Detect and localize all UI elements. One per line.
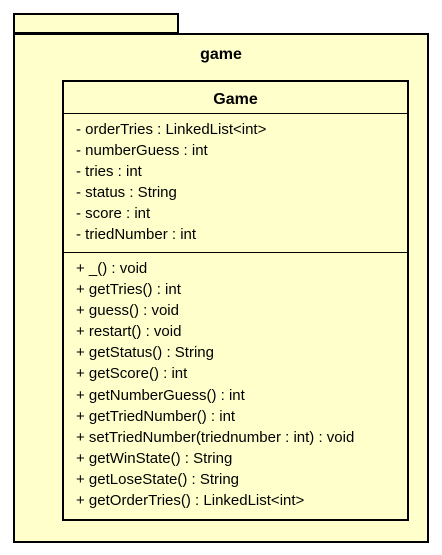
operation-restart: + restart() : void [76, 323, 182, 341]
package-tab [13, 13, 179, 34]
operation-guess: + guess() : void [76, 302, 179, 320]
attribute-status: - status : String [76, 184, 177, 202]
operations-compartment: + _() : void + getTries() : int + guess(… [64, 253, 407, 511]
operation-get-win-state: + getWinState() : String [76, 449, 233, 467]
class-game: Game - orderTries : LinkedList<int> - nu… [62, 80, 409, 521]
attribute-tries: - tries : int [76, 163, 142, 181]
operation-get-status: + getStatus() : String [76, 344, 214, 362]
operation-get-lose-state: + getLoseState() : String [76, 470, 240, 488]
package-name: game [200, 46, 242, 63]
operation-set-tried-number: + setTriedNumber(triednumber : int) : vo… [76, 428, 355, 446]
operation-underscore: + _() : void [76, 260, 148, 277]
operation-get-order-tries: + getOrderTries() : LinkedList<int> [76, 492, 305, 510]
attribute-score: - score : int [76, 205, 151, 223]
class-name: Game [64, 82, 407, 114]
attributes-compartment: - orderTries : LinkedList<int> - numberG… [64, 114, 407, 253]
attribute-order-tries: - orderTries : LinkedList<int> [76, 121, 267, 138]
operation-get-tries: + getTries() : int [76, 281, 181, 299]
operation-get-tried-number: + getTriedNumber() : int [76, 407, 236, 425]
operation-get-score: + getScore() : int [76, 365, 188, 383]
operation-get-number-guess: + getNumberGuess() : int [76, 386, 245, 404]
attribute-tried-number: - triedNumber : int [76, 226, 197, 244]
attribute-number-guess: - numberGuess : int [76, 142, 208, 160]
